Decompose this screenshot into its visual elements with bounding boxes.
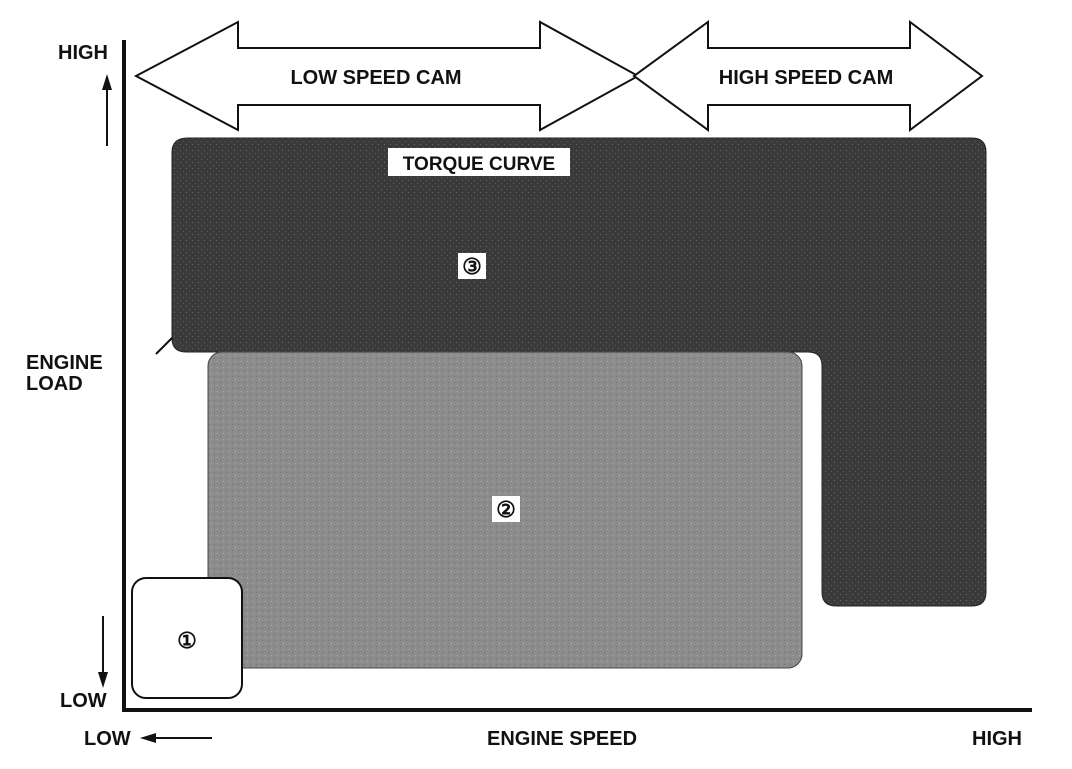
torque-curve-label: TORQUE CURVE (403, 154, 555, 175)
torque-curve-tick (155, 337, 173, 355)
high-speed-cam-label: HIGH SPEED CAM (719, 67, 893, 89)
region-2-label-box (492, 496, 520, 522)
region-1-label: ① (177, 628, 197, 653)
x-axis-low-label: LOW (84, 728, 131, 750)
y-axis-low-label: LOW (60, 690, 107, 712)
y-axis-label-line2: LOAD (26, 373, 83, 395)
region-2-label: ② (496, 497, 516, 522)
region-1-area (131, 577, 243, 699)
y-up-arrow-icon (102, 74, 112, 146)
x-axis-label: ENGINE SPEED (487, 728, 638, 750)
y-down-arrow-icon (98, 616, 108, 688)
region-3-label-box (458, 253, 486, 279)
region-3-label: ③ (462, 254, 482, 279)
x-left-arrow-icon (140, 733, 212, 743)
y-axis-label-line1: ENGINE (26, 352, 103, 374)
x-axis-high-label: HIGH (972, 728, 1022, 750)
high-speed-cam-arrow (632, 20, 984, 132)
torque-curve-label-box (388, 148, 570, 176)
y-axis-high-label: HIGH (58, 42, 108, 64)
low-speed-cam-label: LOW SPEED CAM (290, 67, 461, 89)
